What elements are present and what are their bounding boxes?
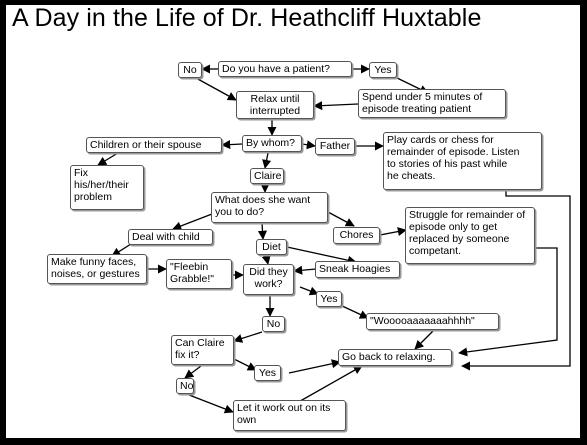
edge-diet-to-sneak	[286, 246, 357, 265]
edge-didthey-to-yes	[299, 286, 319, 296]
page-title: A Day in the Life of Dr. Heathcliff Huxt…	[12, 4, 482, 32]
father-box: Father	[315, 138, 355, 155]
edge-no-to-relax	[195, 77, 237, 101]
no-box-2: No	[262, 316, 285, 332]
edge-what-to-chores	[327, 211, 355, 227]
edge-no-to-letitwork	[183, 392, 234, 414]
edge-letitwork-to-goback	[294, 365, 363, 405]
yes-box-1: Yes	[369, 62, 397, 78]
edge-children-to-fix	[97, 152, 119, 166]
edge-yes-to-wooo	[339, 304, 369, 319]
edge-wooo-to-goback	[414, 328, 436, 350]
edge-no-to-canclaire	[233, 331, 263, 343]
edge-bywhom-to-father	[301, 140, 316, 150]
deal-with-child-box: Deal with child	[128, 229, 213, 245]
diet-box: Diet	[256, 239, 287, 255]
go-back-relaxing-box: Go back to relaxing.	[338, 349, 452, 366]
edge-yes-to-goback	[288, 359, 341, 374]
no-box-1: No	[178, 62, 202, 78]
claire-box: Claire	[250, 168, 284, 184]
edge-sneak-to-didthey	[293, 265, 317, 275]
yes-box-3: Yes	[254, 365, 281, 381]
children-spouse-box: Children or their spouse	[86, 137, 222, 153]
edge-bywhom-to-children	[221, 140, 243, 150]
edge-what-to-deal	[172, 213, 213, 231]
chores-box: Chores	[333, 227, 380, 244]
edge-diet-to-didthey	[261, 254, 271, 265]
edge-canclaire-to-no	[184, 362, 206, 379]
edge-bywhom-to-claire	[262, 152, 272, 169]
by-whom-box: By whom?	[242, 135, 302, 152]
sneak-hoagies-box: Sneak Hoagies	[315, 261, 400, 278]
edge-what-to-diet	[257, 222, 268, 240]
question-have-patient-box: Do you have a patient?	[218, 61, 352, 77]
wooo-box: "Wooooaaaaaaahhhh"	[366, 313, 499, 330]
no-box-3: No	[176, 378, 194, 394]
yes-box-2: Yes	[316, 291, 342, 307]
edge-playcards-to-goback	[461, 163, 571, 371]
edge-spend-to-relax	[313, 101, 359, 111]
funny-faces-box: Make funny faces,noises, or gestures	[47, 254, 147, 284]
edge-chores-to-struggle	[379, 227, 407, 237]
